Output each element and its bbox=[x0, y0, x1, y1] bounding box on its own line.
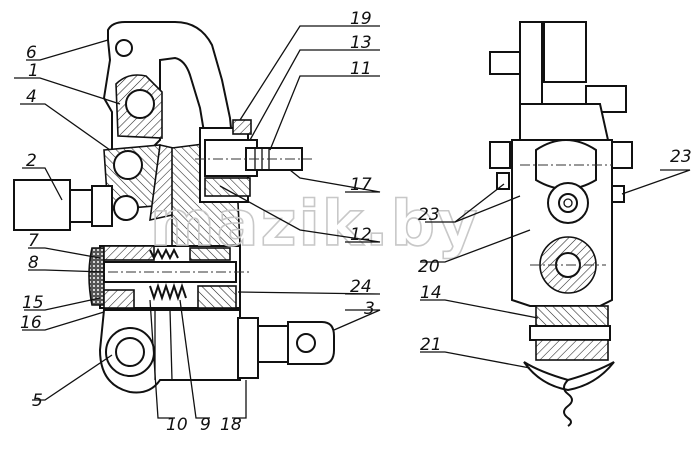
callout-4: 4 bbox=[26, 87, 37, 107]
callout-7: 7 bbox=[28, 231, 39, 251]
callout-17: 17 bbox=[350, 175, 372, 195]
callout-16: 16 bbox=[20, 313, 42, 333]
callout-5: 5 bbox=[32, 391, 43, 411]
callout-2: 2 bbox=[26, 151, 37, 171]
callout-labels: 6 1 4 2 7 8 15 16 5 10 9 18 19 13 11 17 … bbox=[20, 9, 692, 435]
callout-24: 24 bbox=[350, 277, 372, 297]
callout-12: 12 bbox=[350, 225, 372, 245]
callout-21: 21 bbox=[420, 335, 442, 355]
callout-19: 19 bbox=[350, 9, 372, 29]
callout-15: 15 bbox=[22, 293, 44, 313]
callout-8: 8 bbox=[28, 253, 39, 273]
callout-6: 6 bbox=[26, 43, 37, 63]
callout-20: 20 bbox=[418, 257, 440, 277]
callout-18: 18 bbox=[220, 415, 242, 435]
callout-10: 10 bbox=[166, 415, 188, 435]
right-side-view bbox=[489, 21, 633, 427]
callout-23-left: 23 bbox=[418, 205, 440, 225]
callout-23-right: 23 bbox=[670, 147, 692, 167]
left-sectional-view bbox=[13, 21, 335, 394]
leader-lines bbox=[14, 25, 691, 419]
watermark-text: mazik.by bbox=[150, 187, 479, 260]
callout-3: 3 bbox=[364, 299, 375, 319]
callout-11: 11 bbox=[350, 59, 372, 79]
callout-1: 1 bbox=[28, 61, 39, 81]
callout-14: 14 bbox=[420, 283, 442, 303]
callout-13: 13 bbox=[350, 33, 372, 53]
callout-9: 9 bbox=[200, 415, 211, 435]
